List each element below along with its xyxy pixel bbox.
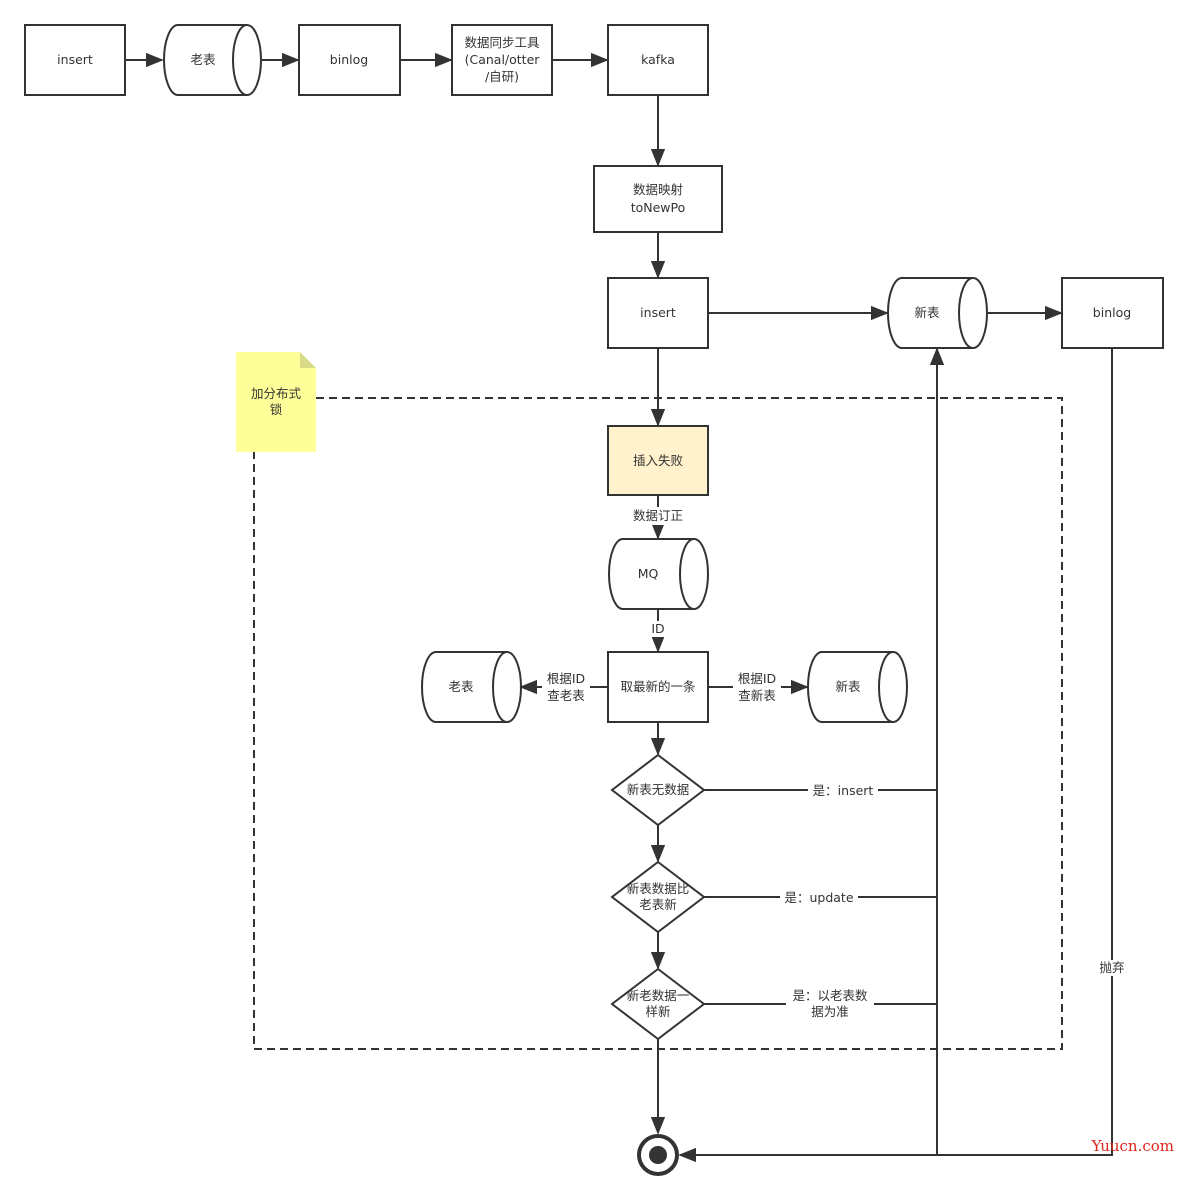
node-mq-label: MQ bbox=[638, 566, 659, 581]
decision-new-data-newer-line1: 新表数据比 bbox=[627, 881, 690, 896]
edge-binlog-discard bbox=[678, 348, 1113, 1163]
node-kafka-label: kafka bbox=[641, 52, 675, 67]
node-sync-tool-line3: /自研) bbox=[485, 69, 519, 84]
end-node bbox=[637, 1134, 679, 1176]
node-data-mapping: 数据映射 toNewPo bbox=[593, 165, 723, 233]
edge-label-yes-old-line1: 是：以老表数 bbox=[792, 988, 868, 1003]
decision-data-equally-new-line1: 新老数据一 bbox=[627, 988, 690, 1003]
decision-new-table-no-data: 新表无数据 bbox=[610, 753, 706, 827]
node-sync-tool-line2: (Canal/otter bbox=[465, 52, 541, 67]
note-label-line2: 锁 bbox=[270, 402, 283, 417]
node-data-mapping-line1: 数据映射 bbox=[633, 182, 683, 197]
node-insert-top-label: insert bbox=[57, 52, 93, 67]
edge-label-query-old-line2: 查老表 bbox=[547, 688, 585, 703]
node-insert-fail-label: 插入失败 bbox=[633, 453, 684, 468]
node-old-table-lookup-label: 老表 bbox=[448, 679, 474, 694]
node-take-latest: 取最新的一条 bbox=[607, 651, 709, 723]
distributed-lock-region bbox=[253, 397, 1063, 1050]
decision-new-data-newer-line2: 老表新 bbox=[639, 897, 677, 912]
node-old-table-lookup: 老表 bbox=[421, 651, 522, 723]
node-new-table-lookup: 新表 bbox=[807, 651, 908, 723]
node-new-table-mid-label: 新表 bbox=[914, 305, 940, 320]
edge-label-id: ID bbox=[651, 621, 664, 636]
node-binlog-right: binlog bbox=[1061, 277, 1164, 349]
edge-label-query-old-line1: 根据ID bbox=[547, 671, 585, 686]
node-binlog-top-label: binlog bbox=[330, 52, 368, 67]
node-insert-mid-label: insert bbox=[640, 305, 676, 320]
edge-label-query-new-line2: 查新表 bbox=[738, 688, 776, 703]
node-kafka: kafka bbox=[607, 24, 709, 96]
node-new-table-mid: 新表 bbox=[887, 277, 988, 349]
decision-data-equally-new-line2: 样新 bbox=[645, 1004, 670, 1019]
edge-label-data-correction: 数据订正 bbox=[633, 508, 683, 523]
edge-label-yes-update: 是：update bbox=[784, 890, 853, 905]
node-sync-tool-line1: 数据同步工具 bbox=[464, 35, 540, 50]
node-sync-tool: 数据同步工具 (Canal/otter /自研) bbox=[451, 24, 553, 96]
edge-label-discard: 抛弃 bbox=[1099, 960, 1124, 975]
note-label-line1: 加分布式 bbox=[251, 386, 302, 401]
decision-data-equally-new: 新老数据一 样新 bbox=[610, 967, 706, 1041]
edge-label-yes-insert: 是：insert bbox=[813, 783, 874, 798]
distributed-lock-note: 加分布式 锁 bbox=[236, 352, 316, 452]
node-take-latest-label: 取最新的一条 bbox=[620, 679, 696, 694]
edge-label-yes-old-line2: 据为准 bbox=[811, 1004, 849, 1019]
node-new-table-lookup-label: 新表 bbox=[835, 679, 861, 694]
node-data-mapping-line2: toNewPo bbox=[631, 200, 686, 215]
node-old-table-top: 老表 bbox=[163, 24, 262, 96]
node-binlog-top: binlog bbox=[298, 24, 401, 96]
watermark-text: Yuucn.com bbox=[1091, 1137, 1174, 1155]
edge-label-query-new-line1: 根据ID bbox=[738, 671, 776, 686]
node-binlog-right-label: binlog bbox=[1093, 305, 1131, 320]
node-insert-top: insert bbox=[24, 24, 126, 96]
node-insert-fail: 插入失败 bbox=[607, 425, 709, 496]
decision-new-data-newer: 新表数据比 老表新 bbox=[610, 860, 706, 934]
node-old-table-top-label: 老表 bbox=[190, 52, 216, 67]
node-insert-mid: insert bbox=[607, 277, 709, 349]
decision-new-table-no-data-label: 新表无数据 bbox=[627, 782, 690, 797]
node-mq: MQ bbox=[608, 538, 709, 610]
